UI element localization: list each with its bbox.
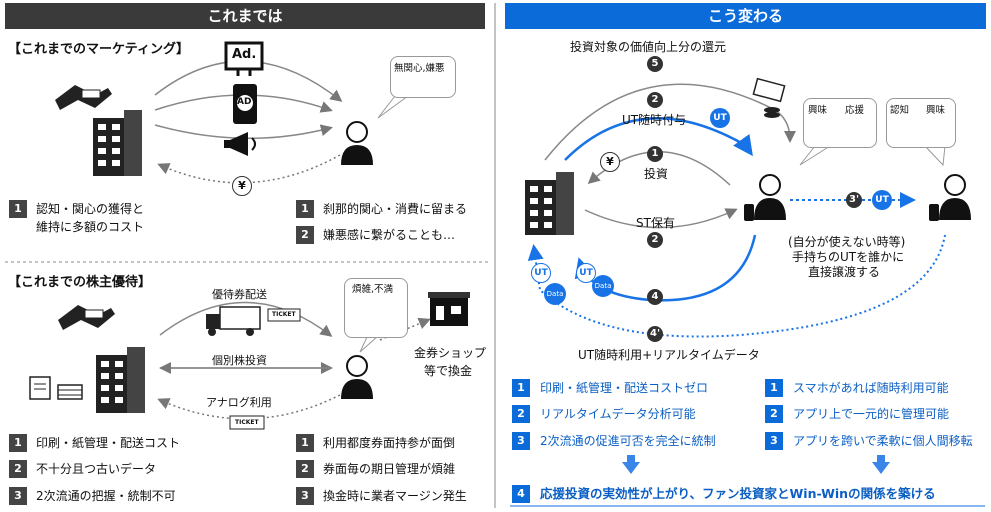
step-4dash: 4' bbox=[647, 326, 663, 342]
phone-ad-icon bbox=[233, 84, 257, 124]
yutai-right-item-3: 換金時に業者マージン発生 bbox=[323, 489, 467, 503]
mkt-right-num-2: 2 bbox=[296, 226, 314, 244]
step-4: 4 bbox=[647, 289, 663, 305]
left-header: これまでは bbox=[5, 3, 485, 29]
bubble-a-2: 応援 bbox=[845, 105, 865, 116]
right-left-item-1: 印刷・紙管理・配送コストゼロ bbox=[540, 381, 709, 395]
data-badge-2: Data bbox=[592, 275, 614, 297]
right-right-item-3: アプリを跨いで柔軟に個人間移転 bbox=[793, 434, 973, 448]
right-left-item-3: 2次流通の促進可否を完全に統制 bbox=[540, 434, 716, 448]
speech-bubble-2 bbox=[344, 278, 408, 338]
step-3dash: 3' bbox=[846, 192, 862, 208]
person-icon-1 bbox=[341, 121, 373, 165]
yutai-right-item-2: 券面毎の期日管理が煩雑 bbox=[323, 462, 456, 476]
person-icon-3 bbox=[744, 174, 786, 221]
truck-icon bbox=[206, 306, 261, 336]
speech-bubble-3 bbox=[803, 98, 877, 148]
right-right-num-3: 3 bbox=[765, 432, 783, 450]
yutai-right-num-3: 3 bbox=[296, 487, 314, 505]
transfer-line-3: 直接譲渡する bbox=[808, 265, 881, 279]
label-ut-use: UT随時利用+リアルタイムデータ bbox=[578, 348, 760, 362]
mkt-right-item-1: 刹那的関心・消費に留まる bbox=[323, 202, 468, 216]
step-2: 2 bbox=[647, 92, 663, 108]
mkt-right-item-2: 嫌悪感に繋がることも… bbox=[323, 228, 456, 242]
label-invest: 投資 bbox=[644, 167, 669, 181]
yutai-right-num-2: 2 bbox=[296, 460, 314, 478]
right-left-num-1: 1 bbox=[512, 379, 530, 397]
ticket-text-2: TICKET bbox=[235, 419, 259, 426]
right-left-num-3: 3 bbox=[512, 432, 530, 450]
data-badge-1: Data bbox=[544, 283, 566, 305]
yutai-title: 【これまでの株主優待】 bbox=[8, 275, 152, 290]
handshake-icon-1 bbox=[55, 85, 112, 110]
documents-icon bbox=[29, 376, 83, 400]
down-arrow-icon-2 bbox=[872, 455, 890, 474]
mkt-left-item-1: 認知・関心の獲得と bbox=[36, 202, 145, 216]
yen-icon-2: ¥ bbox=[600, 152, 620, 172]
ut-badge-3: UT bbox=[576, 263, 596, 283]
bubble-b-2: 興味 bbox=[926, 105, 946, 116]
transfer-line-2: 手持ちのUTを誰かに bbox=[792, 250, 905, 264]
right-left-item-2: リアルタイムデータ分析可能 bbox=[540, 407, 696, 421]
label-analog: アナログ利用 bbox=[206, 396, 272, 409]
bubble-b-1: 認知 bbox=[890, 105, 910, 116]
step-5: 5 bbox=[647, 56, 663, 72]
step-2b: 2 bbox=[647, 232, 663, 248]
person-icon-2 bbox=[341, 355, 373, 399]
conclusion-text: 応援投資の実効性が上がり、ファン投資家とWin-Winの関係を築ける bbox=[540, 486, 936, 501]
yutai-right-num-1: 1 bbox=[296, 434, 314, 452]
phone-ad-text: AD bbox=[237, 97, 252, 107]
handshake-icon-2 bbox=[58, 305, 115, 330]
label-stock: 個別株投資 bbox=[212, 354, 267, 367]
shop-label-1: 金券ショップ bbox=[414, 346, 487, 360]
marketing-title: 【これまでのマーケティング】 bbox=[8, 42, 189, 57]
yutai-left-item-1: 印刷・紙管理・配送コスト bbox=[36, 436, 181, 450]
billboard-icon bbox=[224, 41, 264, 76]
building-icon-2 bbox=[96, 347, 145, 413]
ut-badge-2: UT bbox=[531, 263, 551, 283]
money-icon bbox=[752, 77, 786, 118]
label-st: ST保有 bbox=[636, 216, 675, 230]
building-icon-3 bbox=[525, 172, 574, 235]
label-return: 投資対象の価値向上分の還元 bbox=[570, 40, 727, 54]
right-header: こう変わる bbox=[505, 3, 986, 29]
right-right-item-1: スマホがあれば随時利用可能 bbox=[793, 381, 949, 395]
person-icon-4 bbox=[929, 174, 971, 221]
conclusion-num: 4 bbox=[512, 485, 530, 503]
bubble-a-1: 興味 bbox=[808, 105, 828, 116]
shop-label-2: 等で換金 bbox=[424, 364, 473, 378]
yutai-left-item-2: 不十分且つ古いデータ bbox=[36, 462, 157, 476]
yutai-left-num-2: 2 bbox=[9, 460, 27, 478]
mkt-left-num-1: 1 bbox=[9, 200, 27, 218]
billboard-text: Ad. bbox=[232, 47, 257, 62]
yen-icon-1: ¥ bbox=[232, 176, 252, 196]
transfer-line-1: (自分が使えない時等) bbox=[788, 235, 906, 249]
ut-badge-1: UT bbox=[710, 108, 730, 128]
yutai-left-item-3: 2次流通の把握・統制不可 bbox=[36, 489, 176, 503]
speech-bubble-4 bbox=[886, 98, 956, 148]
bubble-text-1: 無関心,嫌悪 bbox=[394, 63, 445, 74]
down-arrow-icon-1 bbox=[622, 455, 640, 474]
ticket-text-1: TICKET bbox=[272, 311, 296, 318]
step-1: 1 bbox=[647, 146, 663, 162]
yutai-left-num-3: 3 bbox=[9, 487, 27, 505]
label-ut-grant: UT随時付与 bbox=[622, 113, 687, 127]
shop-icon bbox=[428, 292, 470, 326]
label-delivery: 優待券配送 bbox=[212, 288, 267, 301]
ticket-icon-1 bbox=[267, 308, 301, 322]
bubble-text-2: 煩雑,不満 bbox=[352, 284, 394, 295]
ticket-icon-2 bbox=[229, 415, 265, 430]
right-right-num-2: 2 bbox=[765, 405, 783, 423]
right-right-num-1: 1 bbox=[765, 379, 783, 397]
mkt-left-item-1b: 維持に多額のコスト bbox=[36, 220, 145, 234]
right-right-item-2: アプリ上で一元的に管理可能 bbox=[793, 407, 950, 421]
yutai-left-num-1: 1 bbox=[9, 434, 27, 452]
yutai-right-item-1: 利用都度券面持参が面倒 bbox=[323, 436, 456, 450]
building-icon-1 bbox=[93, 110, 142, 176]
mkt-right-num-1: 1 bbox=[296, 200, 314, 218]
right-left-num-2: 2 bbox=[512, 405, 530, 423]
ut-badge-4: UT bbox=[872, 190, 892, 210]
speech-bubble-1 bbox=[390, 56, 456, 98]
megaphone-icon bbox=[224, 132, 256, 156]
